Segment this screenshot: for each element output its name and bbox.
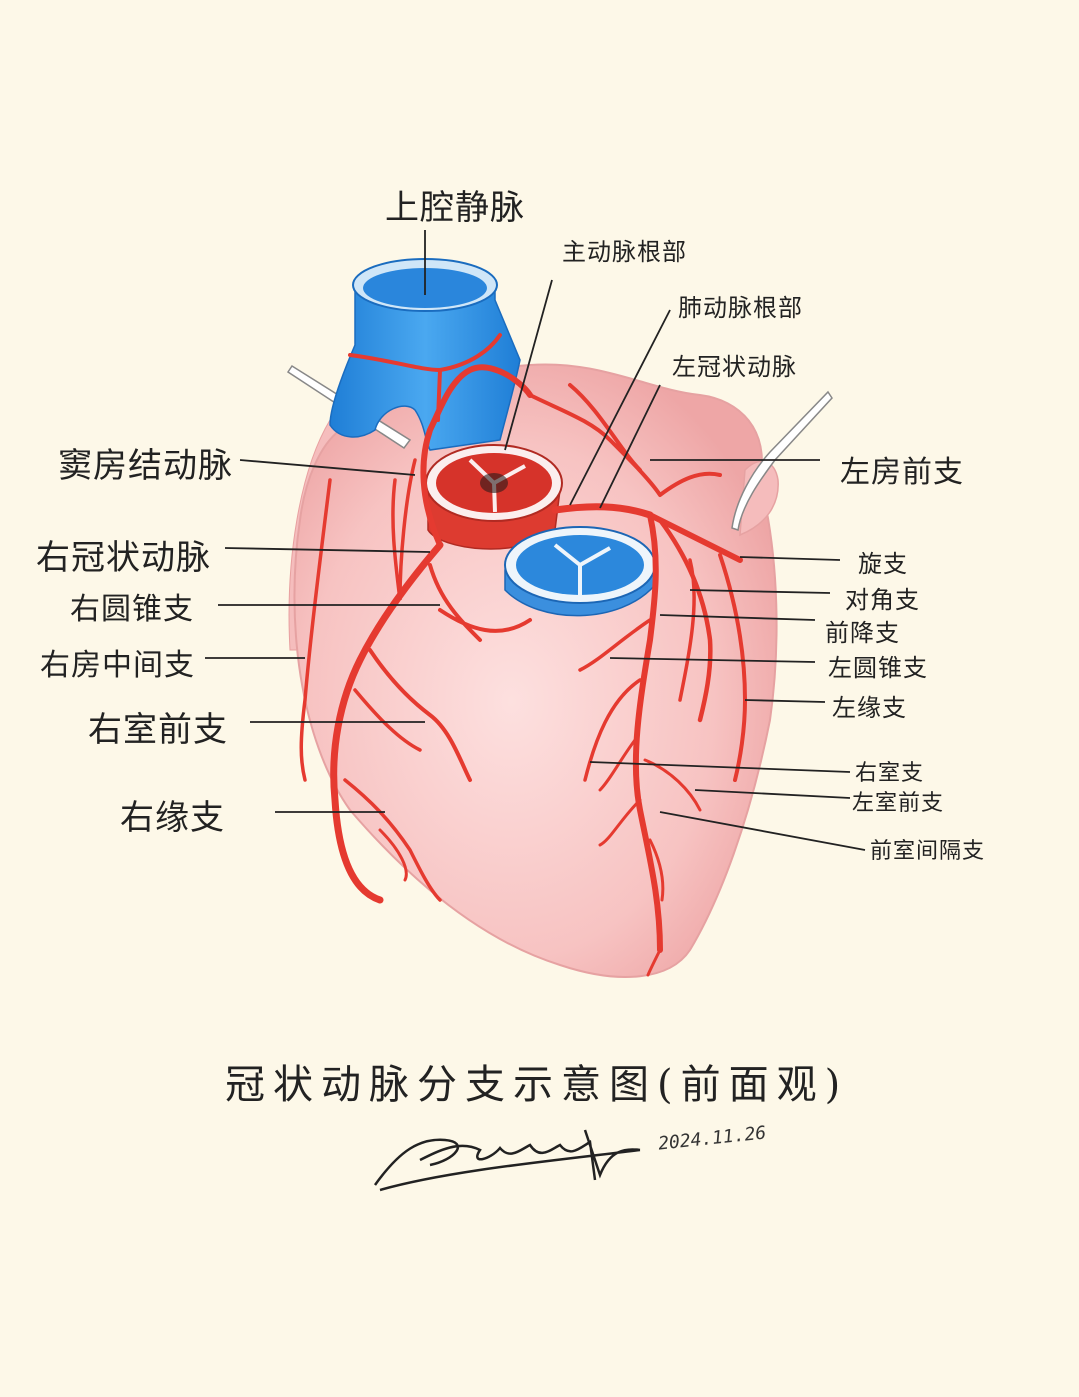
artery-lad-side — [583, 678, 642, 782]
aortic-valve-core — [480, 473, 508, 493]
label-aortic-root: 主动脉根部 — [562, 238, 687, 266]
artery-rm2 — [378, 828, 408, 882]
line-rv-branch — [589, 761, 851, 773]
line-rca — [224, 547, 431, 553]
label-sa-node: 窦房结动脉 — [58, 446, 233, 486]
label-septal: 前室间隔支 — [870, 839, 986, 864]
label-left-marginal: 左缘支 — [832, 694, 907, 722]
line-left-conus — [609, 657, 816, 663]
artery-lca — [551, 503, 654, 519]
artery-rv-anterior2 — [353, 688, 422, 752]
line-diagonal — [689, 589, 831, 594]
label-rca: 右冠状动脉 — [36, 538, 211, 578]
line-left-marginal — [744, 699, 826, 703]
artery-apex — [646, 948, 662, 977]
artery-lad — [632, 512, 663, 953]
line-lca — [599, 384, 661, 509]
label-right-marginal: 右缘支 — [120, 798, 225, 838]
line-sa-node — [239, 459, 416, 476]
artery-septal — [598, 738, 642, 847]
artery-sa-branch2 — [436, 368, 442, 422]
label-rv-anterior: 右室前支 — [88, 710, 228, 750]
coronary-arteries — [299, 333, 748, 977]
artery-left-conus — [578, 618, 652, 672]
label-right-atrial-mid: 右房中间支 — [40, 648, 195, 683]
label-diagonal: 对角支 — [845, 586, 920, 614]
figure-title: 冠状动脉分支示意图(前面观) — [225, 1062, 849, 1108]
line-pulmonary-root — [569, 309, 671, 506]
artery-ra-left — [299, 478, 332, 782]
line-circumflex — [739, 556, 841, 561]
label-right-conus: 右圆锥支 — [70, 592, 194, 627]
line-septal — [659, 811, 866, 851]
line-lv-anterior — [694, 789, 851, 799]
label-left-conus: 左圆锥支 — [828, 654, 928, 682]
artery-rca — [330, 541, 444, 904]
artery-circ-branch — [718, 553, 748, 782]
label-lca: 左冠状动脉 — [672, 353, 797, 381]
artery-diagonal — [657, 517, 713, 723]
artery-right-atrial-mid — [391, 458, 417, 601]
label-lv-anterior: 左室前支 — [852, 791, 945, 816]
artery-lv-anterior — [643, 758, 702, 902]
label-circumflex: 旋支 — [858, 550, 908, 578]
artery-diag2 — [678, 558, 696, 702]
artery-rv-anterior — [368, 648, 472, 782]
signature — [373, 1129, 641, 1192]
artery-right-marginal — [343, 778, 442, 902]
artery-sa-node — [420, 364, 533, 548]
label-svc: 上腔静脉 — [385, 188, 525, 228]
label-rv-branch: 右室支 — [855, 761, 925, 786]
reflection-right — [731, 390, 833, 531]
pulmonary-valve — [553, 543, 611, 595]
label-pulmonary-root: 肺动脉根部 — [678, 294, 803, 322]
line-aortic-root — [504, 279, 553, 451]
line-lad — [659, 614, 816, 621]
artery-right-conus — [428, 563, 532, 642]
leader-lines — [205, 230, 866, 851]
label-left-atrial-ant: 左房前支 — [840, 455, 964, 490]
label-lad: 前降支 — [825, 619, 900, 647]
